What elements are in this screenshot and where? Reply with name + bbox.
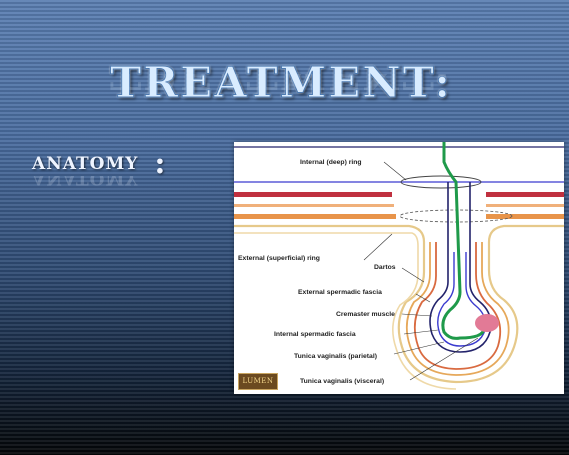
processus-vaginalis-line: [441, 142, 486, 340]
testis: [475, 314, 499, 332]
fascia-band-left-1: [234, 204, 394, 207]
leader-external-ring: [363, 233, 393, 261]
leader-external-fascia: [415, 293, 431, 303]
leader-dartos: [401, 267, 425, 283]
label-tunica-parietal: Tunica vaginalis (parietal): [294, 353, 377, 360]
leader-tunica-visceral: [409, 337, 479, 381]
leader-cremaster: [401, 313, 433, 317]
fascia-band-right-2: [486, 214, 564, 219]
skin-layer: [234, 224, 564, 384]
label-internal-ring: Internal (deep) ring: [300, 159, 362, 166]
label-cremaster: Cremaster muscle: [336, 311, 395, 318]
anatomy-diagram: Internal (deep) ring External (superfici…: [234, 142, 564, 394]
external-spermatic-fascia: [405, 242, 510, 376]
lumen-logo: LUMEN: [238, 373, 278, 390]
internal-spermatic-fascia: [429, 182, 492, 353]
label-external-ring: External (superficial) ring: [238, 255, 320, 262]
fascia-band-right-1: [486, 204, 564, 207]
leader-internal-fascia: [403, 329, 439, 335]
slide-title: TREATMENT:: [110, 58, 452, 108]
subtitle-text: ANATOMY: [32, 154, 139, 174]
fascia-band-left-2: [234, 214, 396, 219]
slide-title-reflection: TREATMENT:: [110, 74, 452, 98]
inguinal-anatomy-svg: Internal (deep) ring External (superfici…: [234, 142, 564, 390]
label-tunica-visceral: Tunica vaginalis (visceral): [300, 378, 384, 385]
label-internal-fascia: Internal spermadic fascia: [274, 331, 356, 338]
leader-internal-ring: [383, 161, 407, 181]
subtitle-colon: :: [154, 146, 167, 181]
muscle-layer-left: [234, 192, 392, 197]
label-external-fascia: External spermadic fascia: [298, 289, 382, 296]
tunica-vaginalis-parietal: [437, 252, 487, 347]
internal-ring-ellipse: [400, 175, 482, 189]
slide-subtitle: ANATOMY:: [32, 146, 166, 181]
label-dartos: Dartos: [374, 264, 396, 271]
slide-subtitle-reflection: ANATOMY: [32, 176, 139, 188]
cremaster-muscle-layer: [413, 242, 502, 370]
dartos-layer: [234, 232, 457, 390]
leader-tunica-parietal: [393, 341, 445, 355]
muscle-layer-right: [486, 192, 564, 197]
